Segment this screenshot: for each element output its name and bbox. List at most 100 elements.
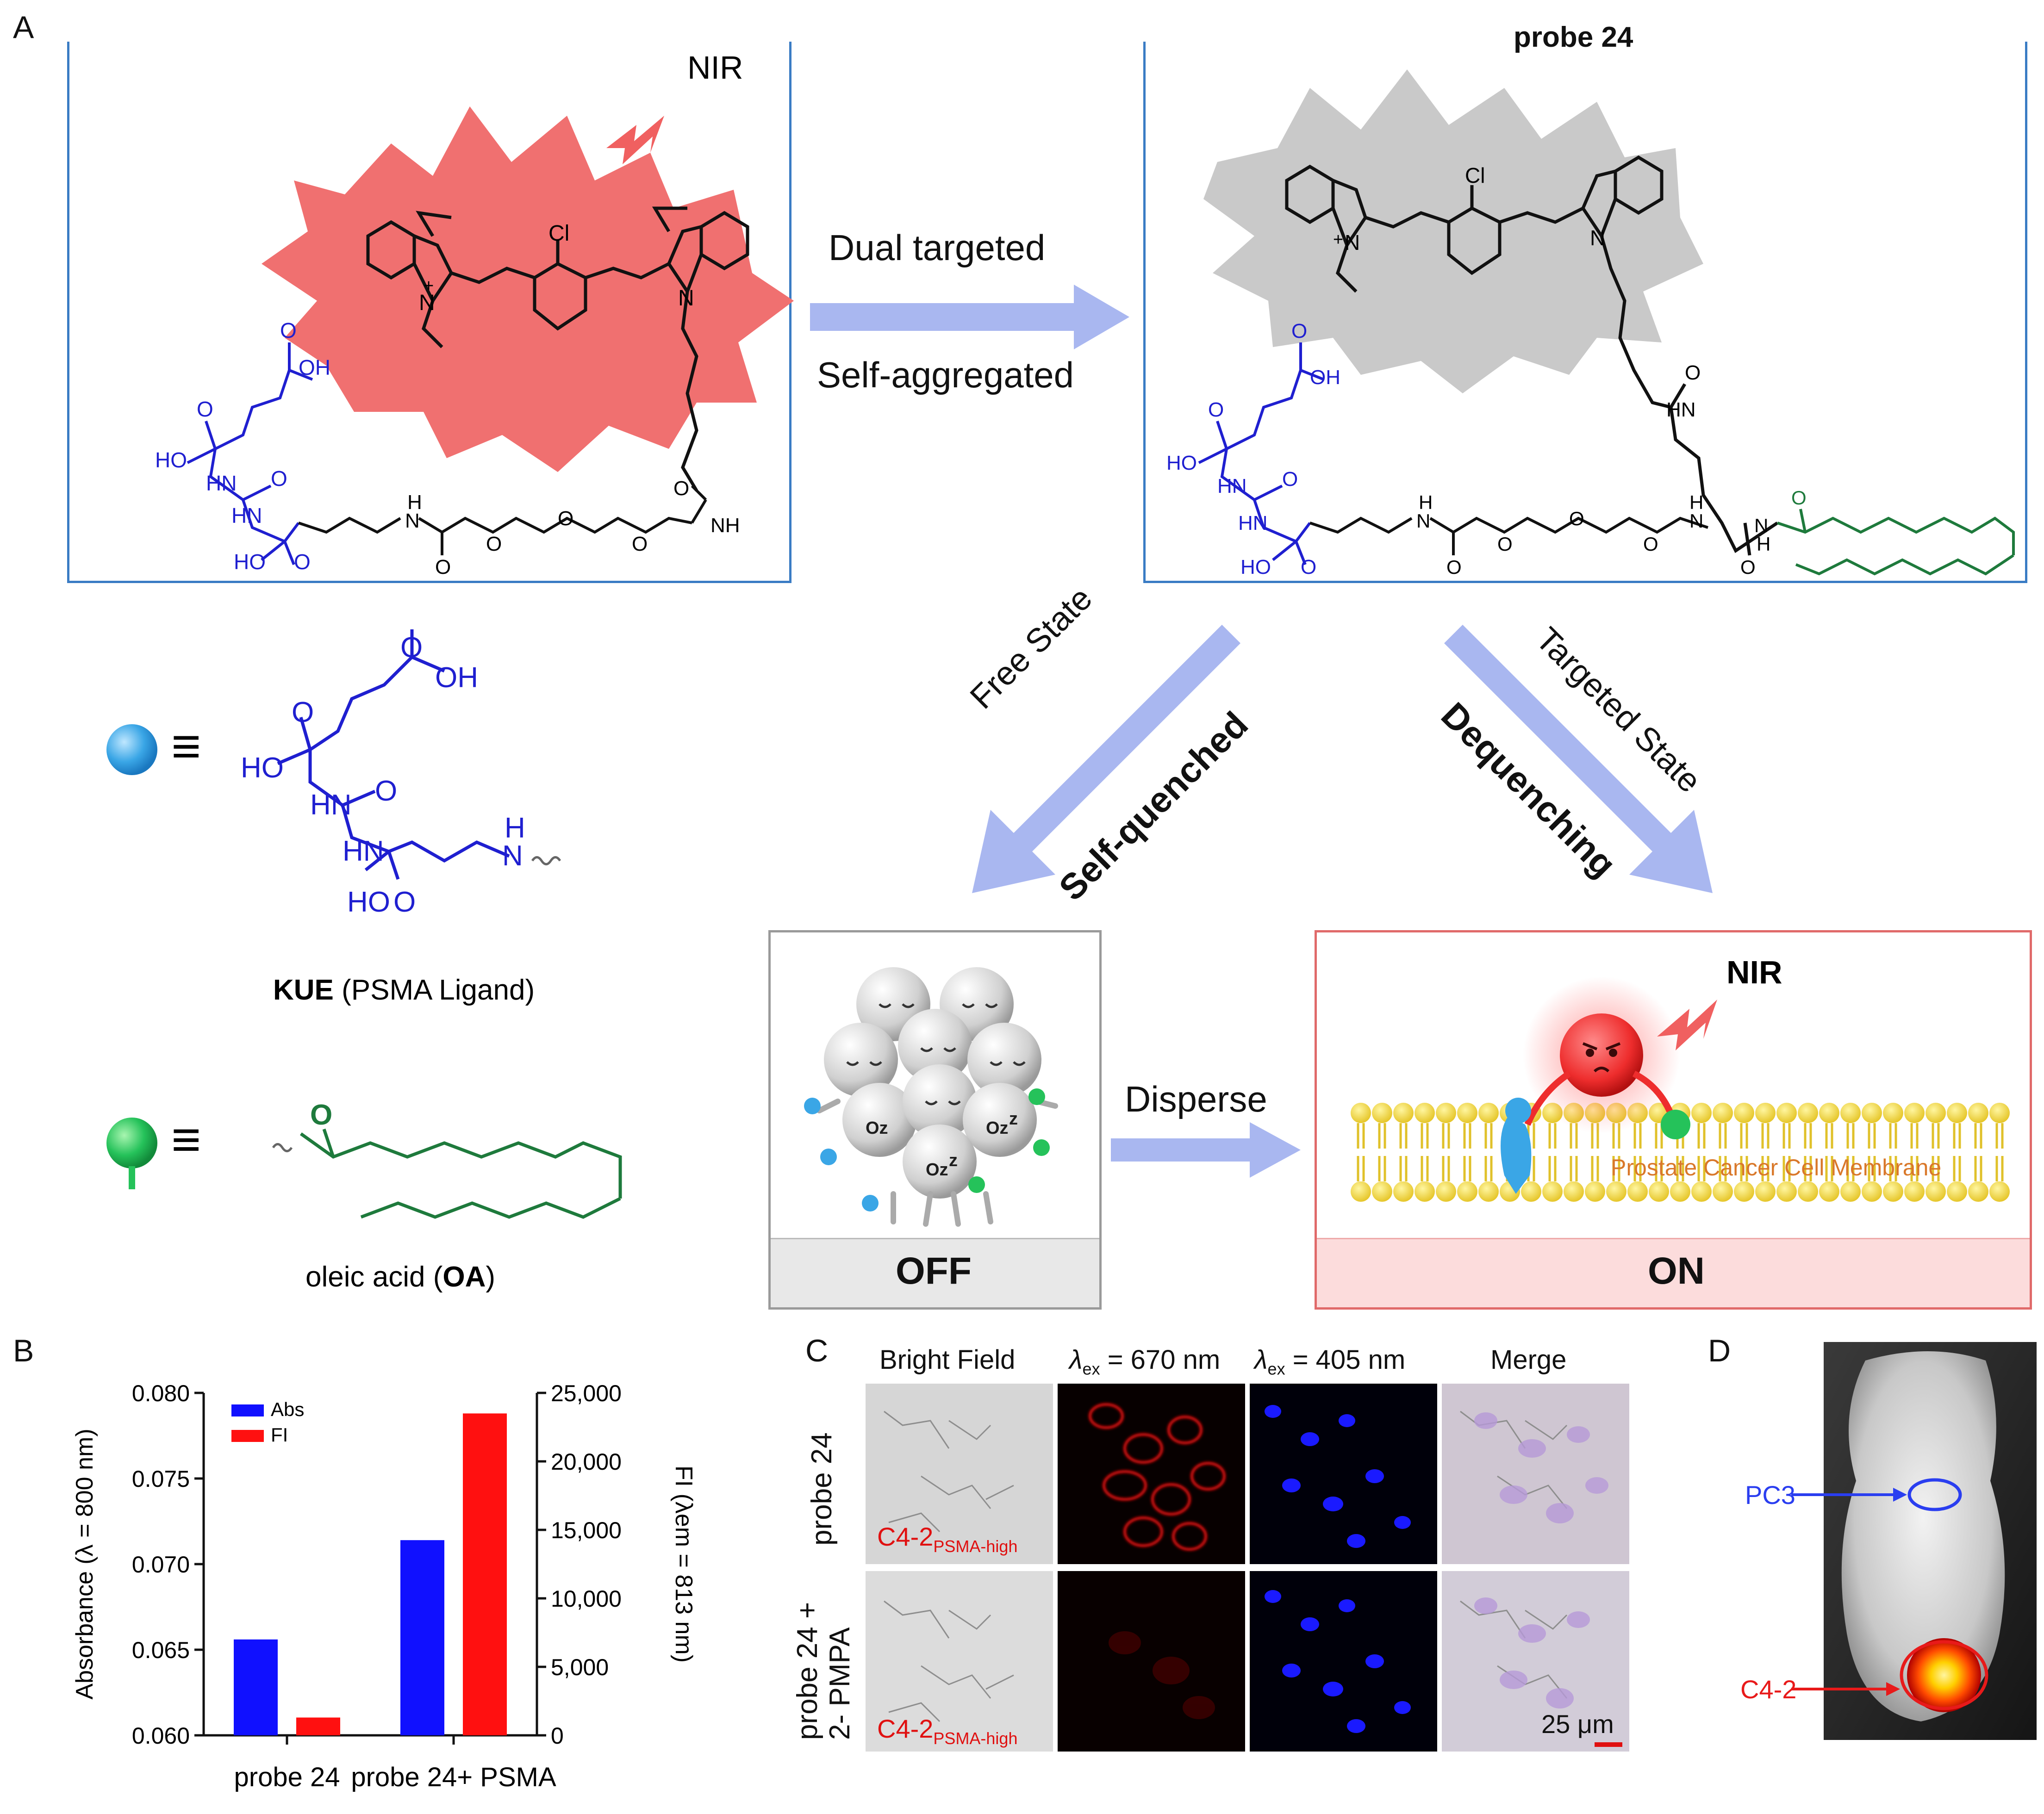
- lipid-head: [1670, 1181, 1690, 1202]
- kue-oh-top: OH: [299, 355, 330, 379]
- probe-linker-n: N: [1416, 510, 1430, 532]
- lipid-head: [1542, 1181, 1563, 1202]
- lipid-head: [1606, 1181, 1626, 1202]
- probe-linker-h: H: [1419, 491, 1433, 513]
- self-aggregated-label: Self-aggregated: [817, 354, 1074, 395]
- probe24-box: [1143, 42, 2027, 583]
- on-label: ON: [1648, 1250, 1705, 1292]
- lipid-tail: [1378, 1123, 1386, 1149]
- panel-letter-c: C: [805, 1333, 829, 1368]
- probe-linker-o-amide: O: [1446, 556, 1462, 578]
- linker-nh: NH: [710, 514, 740, 537]
- c42-marker: [1900, 1640, 1988, 1710]
- lipid-tail: [1399, 1156, 1408, 1181]
- c42-tumor: [1907, 1638, 1981, 1712]
- tile-merge-2: [1442, 1571, 1629, 1752]
- probe-kue-ho-bottom: HO: [1240, 556, 1271, 578]
- lipid-head: [1351, 1181, 1371, 1202]
- lipid-head: [1564, 1181, 1584, 1202]
- bar-fi-1: [463, 1413, 507, 1735]
- kue-n: N: [502, 840, 523, 872]
- probe-kue-ho-acid: HO: [1166, 452, 1197, 474]
- lipid-tail: [1868, 1156, 1876, 1181]
- lipid-tail: [1484, 1156, 1493, 1181]
- lipid-head: [1393, 1103, 1414, 1123]
- tile-bright-1: [866, 1384, 1053, 1564]
- probe-o-link: O: [1685, 361, 1701, 384]
- lipid-tail: [1570, 1156, 1578, 1181]
- lipid-head: [1755, 1181, 1776, 1202]
- panel-letter-b: B: [13, 1333, 34, 1368]
- kue-oh: OH: [435, 662, 478, 694]
- lipid-tail: [1399, 1123, 1408, 1149]
- membrane-label: Prostate Cancer Cell Membrane: [1611, 1155, 1941, 1180]
- probe-n-plus: N: [1345, 230, 1360, 255]
- lipid-tail: [1995, 1156, 2004, 1181]
- col-header-670: λex = 670 nm: [1069, 1345, 1221, 1379]
- probe-n: N: [1590, 226, 1605, 250]
- lipid-head: [1798, 1181, 1818, 1202]
- x-tick-label: probe 24+ PSMA: [351, 1762, 556, 1792]
- y-left-tick-label: 0.080: [132, 1380, 190, 1406]
- lipid-tail: [1846, 1123, 1855, 1149]
- lipid-head: [1415, 1181, 1435, 1202]
- lipid-head: [1819, 1103, 1839, 1123]
- lipid-head: [1734, 1181, 1754, 1202]
- activated-probe-ball: [1560, 1013, 1643, 1097]
- lipid-tail: [1357, 1123, 1365, 1149]
- lipid-head: [1691, 1103, 1712, 1123]
- lipid-head: [1372, 1181, 1392, 1202]
- free-dye-structure: Cl N + N NIR O OH O HO HN O HN HO O H N …: [155, 50, 794, 578]
- oa-equiv: ≡: [171, 1111, 201, 1168]
- lipid-tail: [1378, 1156, 1386, 1181]
- lipid-tail: [1484, 1123, 1493, 1149]
- lipid-tail: [1910, 1123, 1919, 1149]
- kue-ho-bottom: HO: [234, 550, 266, 574]
- col-header-merge: Merge: [1490, 1345, 1567, 1375]
- lipid-head: [1947, 1181, 1967, 1202]
- zzz-3: Oz: [926, 1160, 948, 1180]
- lipid-tail: [1697, 1123, 1706, 1149]
- legend-abs: Abs: [271, 1398, 304, 1420]
- y-right-tick-label: 25,000: [551, 1380, 622, 1406]
- y-right-tick-label: 5,000: [551, 1654, 609, 1680]
- probe-o-oa: O: [1791, 487, 1807, 509]
- kue-ho-acid: HO: [155, 448, 187, 472]
- lipid-head: [1734, 1103, 1754, 1123]
- quenched-burst-gray: [1203, 69, 1703, 393]
- dye-plus: +: [424, 276, 434, 296]
- lipid-head: [1713, 1181, 1733, 1202]
- lipid-head: [1436, 1103, 1456, 1123]
- lipid-tail: [1974, 1156, 1982, 1181]
- lipid-tail: [1995, 1123, 2004, 1149]
- lipid-head: [1883, 1103, 1903, 1123]
- lipid-head: [1947, 1103, 1967, 1123]
- lipid-head: [1585, 1181, 1605, 1202]
- linker-o-peg3: O: [632, 533, 648, 555]
- kue-hn1: HN: [310, 789, 352, 821]
- linker-o-peg1: O: [486, 533, 502, 555]
- oa-o: O: [310, 1099, 332, 1131]
- lipid-tail: [1782, 1156, 1791, 1181]
- lipid-tail: [1932, 1156, 1940, 1181]
- lipid-head: [1798, 1103, 1818, 1123]
- lipid-head: [1351, 1103, 1371, 1123]
- lipid-head: [1926, 1181, 1946, 1202]
- pc3-label: PC3: [1745, 1480, 1795, 1510]
- c42-label: C4-2: [1740, 1675, 1796, 1704]
- off-label-bar: [771, 1238, 1099, 1307]
- lipid-head: [1478, 1181, 1499, 1202]
- lipid-tail: [1740, 1156, 1748, 1181]
- probe-h3: H: [1757, 533, 1770, 555]
- kue-o-top: O: [400, 632, 423, 664]
- kue-o-acid: O: [292, 696, 314, 728]
- on-nir-label: NIR: [1726, 954, 1782, 990]
- probe-n3: N: [1754, 515, 1768, 536]
- lipid-tail: [1953, 1123, 1961, 1149]
- lipid-tail: [1825, 1123, 1833, 1149]
- lipid-tail: [1889, 1156, 1897, 1181]
- zzz-4: z: [949, 1151, 958, 1170]
- y-right-tick-label: 0: [551, 1723, 564, 1749]
- lipid-tail: [1974, 1123, 1982, 1149]
- zzz-5: z: [1009, 1109, 1018, 1129]
